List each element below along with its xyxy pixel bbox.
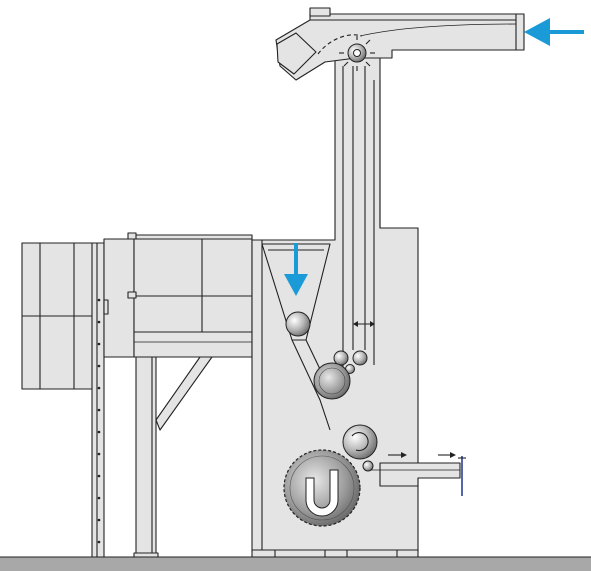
hopper-roll bbox=[285, 311, 311, 337]
vertical-chute bbox=[342, 66, 381, 370]
double-arrow-icon bbox=[353, 321, 375, 327]
access-ladder bbox=[21, 242, 105, 558]
feed-rolls bbox=[333, 350, 368, 374]
condenser-rotor bbox=[339, 36, 375, 71]
inlet-duct bbox=[275, 7, 525, 81]
floor bbox=[0, 557, 591, 571]
delivery-table bbox=[370, 456, 466, 496]
support-frame bbox=[133, 356, 213, 558]
transfer-roll bbox=[342, 424, 378, 472]
main-tower bbox=[251, 17, 419, 558]
side-platform bbox=[103, 232, 253, 358]
main-cylinder bbox=[283, 449, 361, 527]
arrow-left-icon bbox=[524, 18, 584, 46]
arrow-right-icon bbox=[388, 452, 456, 458]
arrow-down-icon bbox=[284, 243, 308, 296]
opening-roll bbox=[313, 362, 351, 400]
